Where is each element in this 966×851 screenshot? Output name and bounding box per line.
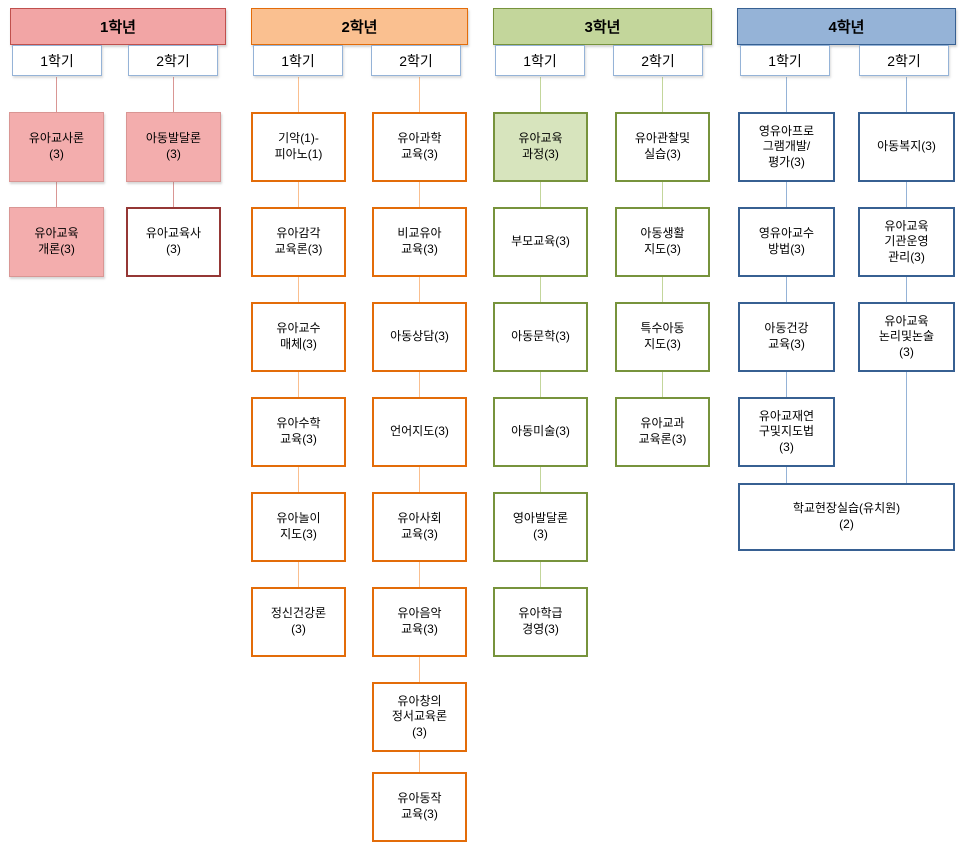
course-box: 특수아동 지도(3) <box>615 302 710 372</box>
year4-sem2-header: 2학기 <box>859 45 949 76</box>
course-box: 유아교육사 (3) <box>126 207 221 277</box>
course-box: 기악(1)- 피아노(1) <box>251 112 346 182</box>
course-box: 아동문학(3) <box>493 302 588 372</box>
year2-sem1-header: 1학기 <box>253 45 343 76</box>
course-box: 아동상담(3) <box>372 302 467 372</box>
course-box: 비교유아 교육(3) <box>372 207 467 277</box>
course-box: 유아교육 개론(3) <box>9 207 104 277</box>
connector-line <box>786 77 787 487</box>
course-box: 유아창의 정서교육론 (3) <box>372 682 467 752</box>
course-box: 아동건강 교육(3) <box>738 302 835 372</box>
year-2-header: 2학년 <box>251 8 468 45</box>
course-box: 유아동작 교육(3) <box>372 772 467 842</box>
course-box: 유아수학 교육(3) <box>251 397 346 467</box>
year1-sem2-header: 2학기 <box>128 45 218 76</box>
course-box: 유아교과 교육론(3) <box>615 397 710 467</box>
course-box: 유아과학 교육(3) <box>372 112 467 182</box>
course-box: 유아감각 교육론(3) <box>251 207 346 277</box>
course-box: 유아음악 교육(3) <box>372 587 467 657</box>
shared-course-box: 학교현장실습(유치원) (2) <box>738 483 955 551</box>
course-box: 유아교사론 (3) <box>9 112 104 182</box>
year3-sem1-header: 1학기 <box>495 45 585 76</box>
year4-sem1-header: 1학기 <box>740 45 830 76</box>
course-box: 유아놀이 지도(3) <box>251 492 346 562</box>
year-1-header: 1학년 <box>10 8 226 45</box>
course-box: 아동복지(3) <box>858 112 955 182</box>
year-3-header: 3학년 <box>493 8 712 45</box>
course-box: 유아교재연 구및지도법 (3) <box>738 397 835 467</box>
course-box: 아동미술(3) <box>493 397 588 467</box>
course-box: 부모교육(3) <box>493 207 588 277</box>
course-box: 유아교육 논리및논술 (3) <box>858 302 955 372</box>
connector-line <box>906 77 907 487</box>
course-box: 유아교육 기관운영 관리(3) <box>858 207 955 277</box>
course-box: 영유아프로 그램개발/ 평가(3) <box>738 112 835 182</box>
year2-sem2-header: 2학기 <box>371 45 461 76</box>
course-box: 유아관찰및 실습(3) <box>615 112 710 182</box>
course-box: 아동생활 지도(3) <box>615 207 710 277</box>
year-4-header: 4학년 <box>737 8 956 45</box>
course-box: 영유아교수 방법(3) <box>738 207 835 277</box>
course-box: 언어지도(3) <box>372 397 467 467</box>
course-box: 유아사회 교육(3) <box>372 492 467 562</box>
course-box: 유아학급 경영(3) <box>493 587 588 657</box>
year1-sem1-header: 1학기 <box>12 45 102 76</box>
course-box: 정신건강론 (3) <box>251 587 346 657</box>
course-box: 유아교수 매체(3) <box>251 302 346 372</box>
course-box: 영아발달론 (3) <box>493 492 588 562</box>
year3-sem2-header: 2학기 <box>613 45 703 76</box>
course-box: 아동발달론 (3) <box>126 112 221 182</box>
course-box: 유아교육 과정(3) <box>493 112 588 182</box>
